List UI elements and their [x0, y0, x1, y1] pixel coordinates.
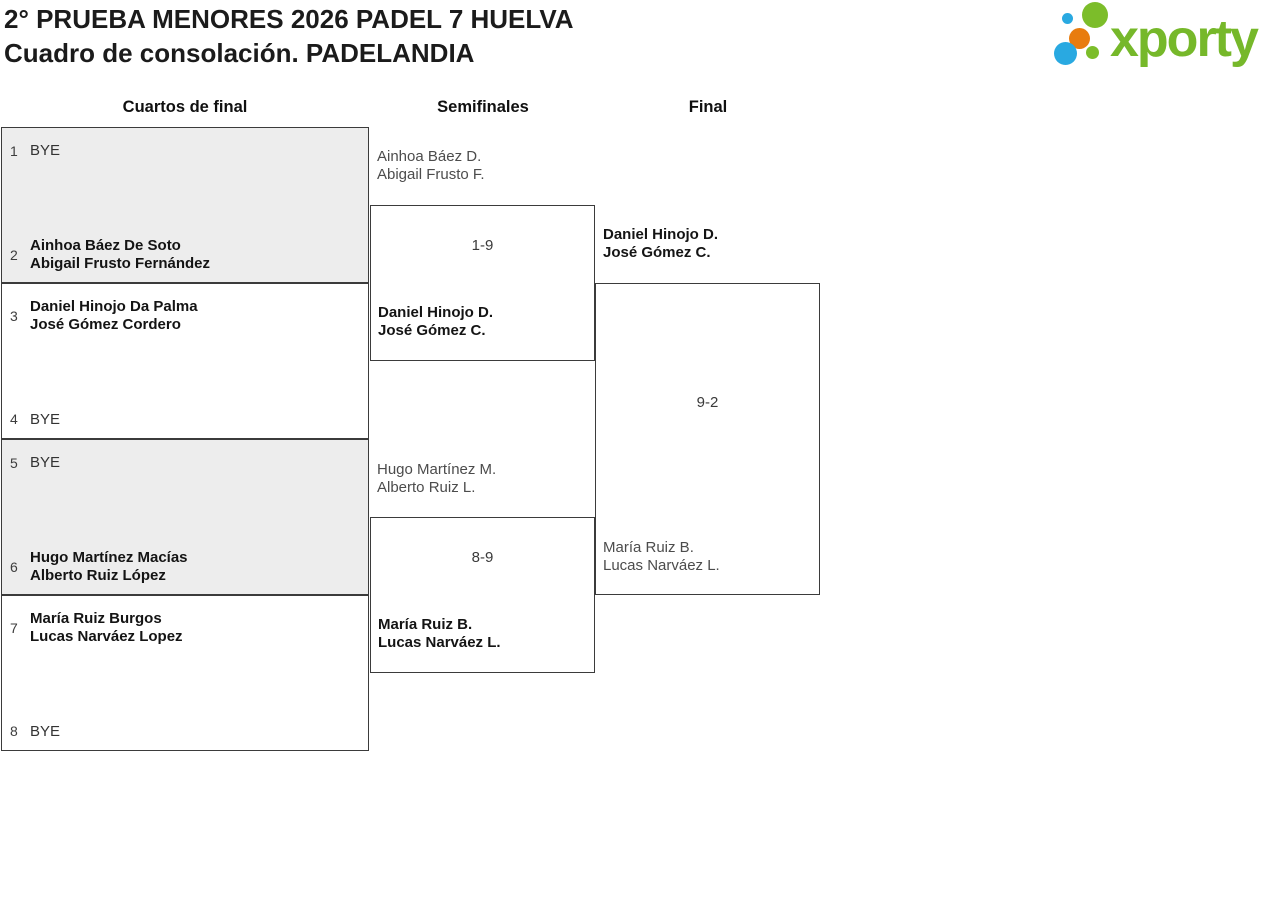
semifinal-2-winner: María Ruiz B. Lucas Narváez L.	[378, 616, 501, 651]
team-line: BYE	[30, 722, 61, 740]
team-line: Lucas Narváez L.	[378, 633, 501, 651]
page-title: 2° PRUEBA MENORES 2026 PADEL 7 HUELVA	[4, 4, 574, 34]
team-name: Daniel Hinojo Da Palma José Gómez Corder…	[30, 298, 198, 333]
semifinal-2-score: 8-9	[471, 549, 494, 566]
final-score: 9-2	[696, 394, 719, 411]
column-header-cuartos: Cuartos de final	[122, 98, 248, 116]
xporty-logo[interactable]: xporty	[1048, 0, 1278, 76]
team-line: Daniel Hinojo Da Palma	[30, 298, 198, 315]
quarterfinal-match-2: 3 Daniel Hinojo Da Palma José Gómez Cord…	[1, 283, 369, 439]
team-line: María Ruiz B.	[603, 539, 694, 556]
logo-dot-orange-icon	[1069, 28, 1090, 49]
xporty-wordmark: xporty	[1110, 10, 1259, 68]
team-slot-seed-3: 3 Daniel Hinojo Da Palma José Gómez Cord…	[2, 298, 368, 333]
team-slot-seed-1: 1 BYE	[2, 142, 368, 160]
final-entrant-bottom: María Ruiz B. Lucas Narváez L.	[603, 539, 720, 574]
seed-number: 8	[10, 723, 18, 740]
team-line: Alberto Ruiz L.	[377, 478, 476, 496]
semifinal-2-box	[370, 517, 595, 673]
seed-number: 5	[10, 454, 18, 471]
semifinal-1-entrant-top: Ainhoa Báez D. Abigail Frusto F.	[377, 148, 485, 183]
team-line: Lucas Narváez Lopez	[30, 627, 183, 645]
team-slot-seed-2: 2 Ainhoa Báez De Soto Abigail Frusto Fer…	[2, 237, 368, 272]
team-slot-seed-5: 5 BYE	[2, 454, 368, 472]
team-name: María Ruiz Burgos Lucas Narváez Lopez	[30, 610, 183, 645]
team-line: María Ruiz B.	[378, 616, 473, 633]
seed-number: 3	[10, 307, 18, 324]
team-line: Ainhoa Báez D.	[377, 148, 482, 165]
team-line: Ainhoa Báez De Soto	[30, 237, 181, 254]
team-line: Abigail Frusto Fernández	[30, 254, 211, 272]
column-header-final: Final	[688, 98, 728, 116]
team-line: José Gómez C.	[378, 321, 486, 339]
team-line: Daniel Hinojo D.	[378, 304, 494, 321]
logo-dot-green-small-icon	[1086, 46, 1099, 59]
team-line: Daniel Hinojo D.	[603, 226, 719, 243]
team-slot-seed-8: 8 BYE	[2, 723, 368, 741]
team-line: Hugo Martínez M.	[377, 461, 497, 478]
logo-dot-blue-small-icon	[1062, 13, 1073, 24]
seed-number: 4	[10, 411, 18, 428]
semifinal-1-box	[370, 205, 595, 361]
team-slot-seed-7: 7 María Ruiz Burgos Lucas Narváez Lopez	[2, 610, 368, 645]
team-name: Ainhoa Báez De Soto Abigail Frusto Ferná…	[30, 237, 210, 272]
team-line: BYE	[30, 142, 61, 159]
team-line: José Gómez C.	[603, 243, 711, 261]
seed-number: 7	[10, 619, 18, 636]
team-name: BYE	[30, 454, 60, 472]
team-line: BYE	[30, 410, 61, 428]
team-name: BYE	[30, 411, 60, 429]
team-line: Hugo Martínez Macías	[30, 549, 188, 566]
logo-dot-blue-large-icon	[1054, 42, 1077, 65]
team-line: María Ruiz Burgos	[30, 610, 162, 627]
final-entrant-top: Daniel Hinojo D. José Gómez C.	[603, 226, 718, 261]
semifinal-1-score: 1-9	[471, 237, 494, 254]
quarterfinal-match-1: 1 BYE 2 Ainhoa Báez De Soto Abigail Frus…	[1, 127, 369, 283]
logo-dot-green-large-icon	[1082, 2, 1108, 28]
team-line: Alberto Ruiz López	[30, 566, 166, 584]
team-line: José Gómez Cordero	[30, 315, 181, 333]
team-name: BYE	[30, 142, 60, 160]
semifinal-1-winner: Daniel Hinojo D. José Gómez C.	[378, 304, 493, 339]
team-line: Lucas Narváez L.	[603, 556, 720, 574]
team-line: BYE	[30, 454, 61, 471]
semifinal-2-entrant-top: Hugo Martínez M. Alberto Ruiz L.	[377, 461, 496, 496]
quarterfinal-match-4: 7 María Ruiz Burgos Lucas Narváez Lopez …	[1, 595, 369, 751]
seed-number: 2	[10, 246, 18, 263]
seed-number: 1	[10, 142, 18, 159]
team-slot-seed-6: 6 Hugo Martínez Macías Alberto Ruiz Lópe…	[2, 549, 368, 584]
column-header-semifinales: Semifinales	[437, 98, 529, 116]
team-name: BYE	[30, 723, 60, 741]
team-line: Abigail Frusto F.	[377, 165, 485, 183]
quarterfinal-match-3: 5 BYE 6 Hugo Martínez Macías Alberto Rui…	[1, 439, 369, 595]
team-slot-seed-4: 4 BYE	[2, 411, 368, 429]
page-subtitle: Cuadro de consolación. PADELANDIA	[4, 38, 475, 68]
seed-number: 6	[10, 558, 18, 575]
team-name: Hugo Martínez Macías Alberto Ruiz López	[30, 549, 188, 584]
final-box	[595, 283, 820, 595]
